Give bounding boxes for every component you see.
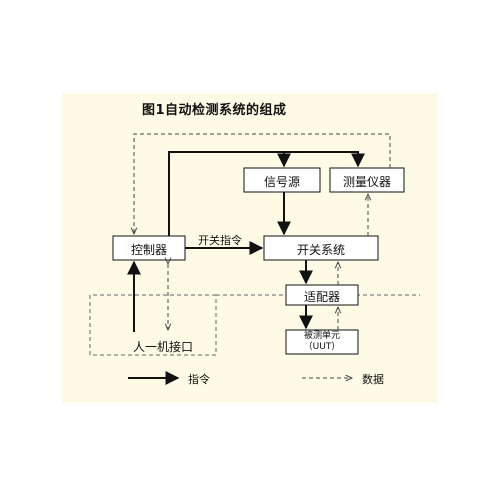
legend-command-label: 指令 [188, 373, 210, 386]
diagram-title: 图1自动检测系统的组成 [142, 103, 287, 118]
hmi-label: 人一机接口 [132, 340, 193, 354]
switch-system-label: 开关系统 [296, 243, 345, 257]
switch-command-label: 开关指令 [198, 234, 242, 247]
legend-data-label: 数据 [362, 373, 384, 386]
adapter-box [285, 284, 359, 306]
instrument-label: 测量仪器 [342, 175, 391, 189]
uut-label: 被测单元 （UUT） [286, 331, 358, 353]
signal-source-label: 信号源 [263, 175, 300, 189]
uut-label-line1: 被测单元 [303, 331, 340, 341]
instrument-box [329, 167, 405, 193]
signal-source-box [243, 167, 321, 193]
controller-label: 控制器 [130, 243, 167, 257]
switch-system-box [263, 235, 379, 261]
controller-box [112, 235, 186, 261]
uut-box [285, 329, 359, 355]
controller-to-instrument-arrow [168, 151, 365, 236]
adapter-label: 适配器 [303, 290, 340, 304]
uut-label-line2: （UUT） [303, 342, 341, 352]
instrument-to-controller-data [134, 133, 391, 234]
